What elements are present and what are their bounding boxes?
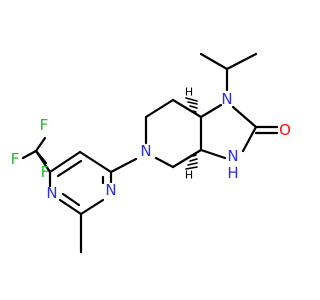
bond-c3a-ch2 bbox=[171, 148, 203, 169]
molecule-drawing: F F F N N N N N H O H H bbox=[11, 52, 291, 254]
atom-n-pyrimidine-right: N bbox=[105, 181, 116, 199]
bond-pyr-n-piperidine bbox=[109, 157, 138, 174]
bond-pyr-c2-n1 bbox=[58, 198, 83, 216]
bond-n3-c3a bbox=[199, 148, 227, 160]
bond-n1-c2 bbox=[231, 105, 258, 129]
atom-n-pyrimidine-left: N bbox=[46, 184, 57, 202]
bond-c-f-top bbox=[34, 136, 47, 153]
bond-c7a-n1 bbox=[199, 103, 223, 119]
structure-svg: F F F N N N N N H O H H bbox=[11, 52, 291, 254]
bond-ch2-c7a bbox=[171, 98, 203, 119]
isopropyl-group bbox=[199, 52, 258, 92]
atom-h-stereo-top: H bbox=[185, 86, 193, 99]
bond-pyr-n3-c2 bbox=[79, 198, 105, 216]
atom-f-top: F bbox=[40, 116, 49, 134]
atom-f-left: F bbox=[11, 150, 20, 168]
pyrimidine-ring bbox=[48, 150, 113, 254]
atom-h-stereo-bottom: H bbox=[185, 169, 193, 182]
atom-f-right: F bbox=[41, 163, 50, 181]
stereo-hash-bottom bbox=[185, 154, 198, 170]
bond-pyr-c2-n1-double bbox=[61, 192, 81, 207]
bond-cf3-ring bbox=[34, 149, 52, 174]
imidazolidinone-ring bbox=[199, 103, 279, 160]
piperidine-ring bbox=[144, 98, 203, 169]
atom-n-amide: N bbox=[227, 147, 238, 165]
bond-pyr-c6-c5-double bbox=[56, 159, 83, 178]
atom-o-carbonyl: O bbox=[279, 121, 291, 139]
bond-c-f-left bbox=[21, 149, 38, 160]
bond-pyr-c5-c4 bbox=[78, 150, 113, 174]
atom-h-amide: H bbox=[227, 164, 238, 182]
bond-ch2-ch2 bbox=[144, 98, 175, 119]
bond-pyr-c6-c5 bbox=[48, 150, 82, 174]
atom-n-piperidine: N bbox=[140, 142, 151, 160]
bond-ch2-n bbox=[154, 156, 175, 169]
stereo-hash-top bbox=[185, 97, 198, 113]
bond-ch-ch3-right bbox=[225, 52, 258, 71]
atom-n-isopropyl: N bbox=[221, 90, 232, 108]
trifluoromethyl-group bbox=[21, 136, 52, 174]
bond-c2-n3 bbox=[241, 125, 258, 153]
bond-ch-ch3-left bbox=[199, 52, 229, 71]
